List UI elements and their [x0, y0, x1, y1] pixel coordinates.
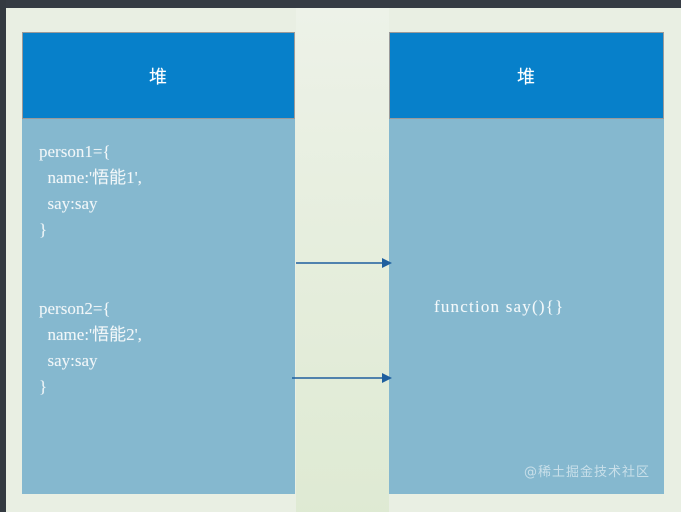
watermark-text: @稀土掘金技术社区 [523, 465, 650, 480]
memory-column-stack-header: 堆 [22, 32, 295, 119]
code-block-person2: person2={ name:'悟能2', say:say } [39, 299, 142, 396]
memory-column-heap-header: 堆 [389, 32, 664, 119]
heap-function-label: function say(){} [434, 297, 565, 316]
window-chrome-left-rail [0, 0, 6, 512]
arrow-person1-to-say [296, 256, 392, 270]
arrow-right-icon [296, 258, 392, 268]
memory-column-stack: 堆 person1={ name:'悟能1', say:say } person… [22, 32, 295, 494]
window-chrome-top-bar [0, 0, 681, 8]
memory-column-stack-body: person1={ name:'悟能1', say:say } person2=… [22, 119, 295, 494]
code-block-person1: person1={ name:'悟能1', say:say } [39, 142, 142, 239]
memory-column-heap-title: 堆 [517, 66, 536, 87]
memory-column-heap-body: function say(){} @稀土掘金技术社区 [389, 119, 664, 494]
memory-column-stack-title: 堆 [149, 66, 168, 87]
memory-column-heap: 堆 function say(){} @稀土掘金技术社区 [389, 32, 664, 494]
arrow-right-icon [292, 373, 392, 383]
arrow-person2-to-say [292, 371, 392, 385]
